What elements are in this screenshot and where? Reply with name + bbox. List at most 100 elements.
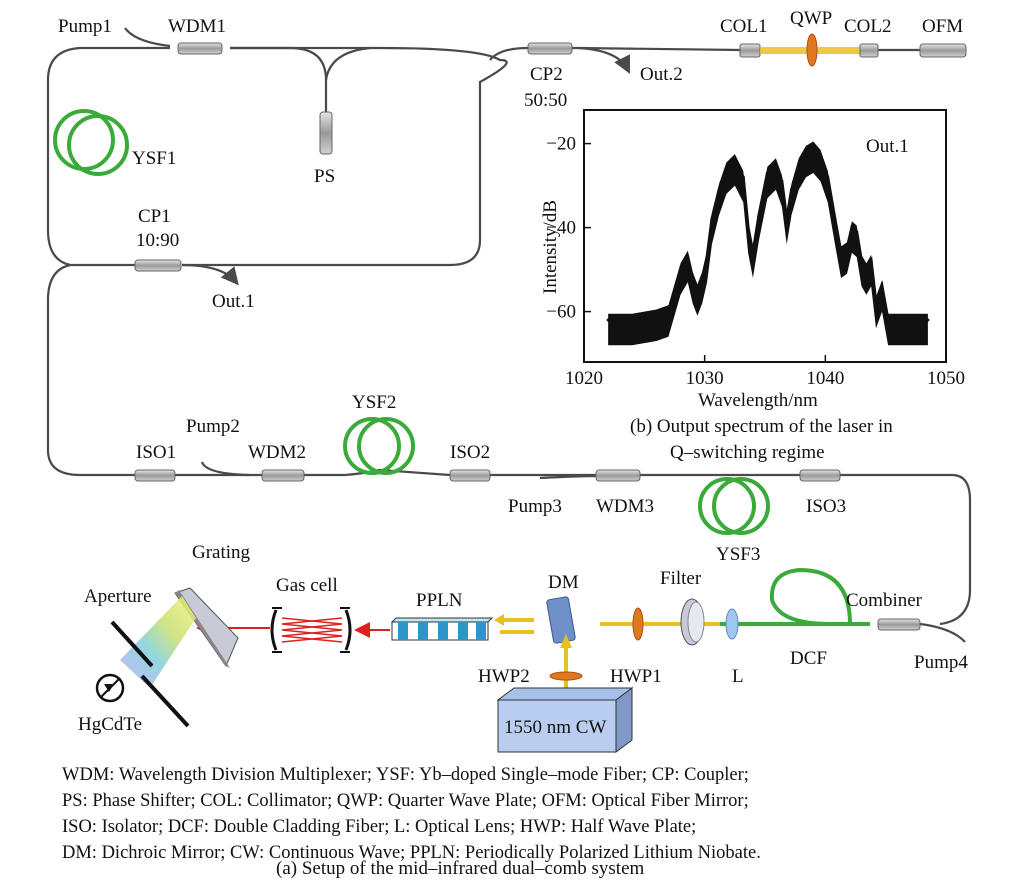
spectrum-point [886,318,890,322]
spectrum-point [654,314,658,318]
label-dm: DM [548,572,579,593]
spectrum-point [710,217,714,221]
label-gas-cell: Gas cell [276,575,338,596]
y-tick-label: −60 [546,302,576,323]
label-iso1: ISO1 [136,442,176,463]
spectrum-point [869,259,873,263]
spectrum-point [860,259,864,263]
label-wdm3: WDM3 [596,496,654,517]
col2-component [859,43,879,58]
ps-component [319,111,333,155]
label-ppln: PPLN [416,590,463,611]
spectrum-point [833,217,837,221]
ppln-crystal [390,617,494,641]
ysf2-coil [343,417,415,475]
spectrum-point [717,188,721,192]
wdm2-component [261,469,305,482]
ofm-component [919,43,967,58]
spectrum-point [797,163,801,167]
spectrum-point [606,318,610,322]
spectrum-point [774,163,778,167]
spectrum-point [724,167,728,171]
legend-line: PS: Phase Shifter; COL: Collimator; QWP:… [62,791,749,811]
label-cp1: CP1 [138,206,171,227]
y-tick-label: −20 [546,134,576,155]
spectrum-point [839,251,843,255]
label-cp1-ratio: 10:90 [136,230,179,251]
label-hwp2: HWP2 [478,666,530,687]
dm-element [546,596,576,644]
label-iso3: ISO3 [806,496,846,517]
label-cp2: CP2 [530,64,563,85]
col1-component [739,43,761,58]
hgcdte-detector [95,673,125,703]
spectrum-point [695,289,699,293]
spectrum-line [608,145,928,322]
spectrum-point [780,179,784,183]
abbreviation-legend: WDM: Wavelength Division Multiplexer; YS… [62,762,1022,866]
diffraction-fan [120,596,196,688]
spectrum-point [751,251,755,255]
spectrum-point [790,188,794,192]
iso3-component [799,469,841,482]
label-pump3: Pump3 [508,496,562,517]
label-out1: Out.1 [212,291,255,312]
chart-xlabel: Wavelength/nm [698,390,818,411]
label-hwp1: HWP1 [610,666,662,687]
caption-b-line2: Q–switching regime [670,442,825,463]
label-hgcdte: HgCdTe [78,714,142,735]
label-ysf2: YSF2 [352,392,396,413]
label-pump2: Pump2 [186,416,240,437]
cp1-component [134,259,182,272]
gas-cell [270,607,352,653]
label-out2: Out.2 [640,64,683,85]
label-pump4: Pump4 [914,652,968,673]
label-pump1: Pump1 [58,16,112,37]
legend-line: WDM: Wavelength Division Multiplexer; YS… [62,765,749,785]
label-grating: Grating [192,542,251,563]
iso1-component [134,469,176,482]
chart-annotation: Out.1 [866,136,909,157]
spectrum-point [686,255,690,259]
ysf3-coil [698,477,770,535]
x-tick-label: 1050 [927,368,965,389]
spectrum-point [757,213,761,217]
spectrum-point [691,276,695,280]
spectrum-point [804,150,808,154]
spectrum-point [666,310,670,314]
spectrum-point [855,230,859,234]
spectrum-point [908,318,912,322]
spectrum-point [874,301,878,305]
x-tick-label: 1030 [686,368,724,389]
hwp1-element [632,607,644,641]
ysf1-coil [53,109,129,176]
spectrum-point [826,175,830,179]
spectrum-point [926,318,930,322]
label-dcf: DCF [790,648,827,669]
label-filter: Filter [660,568,702,589]
label-ps: PS [314,166,335,187]
cw-laser-box [496,687,634,753]
label-aperture: Aperture [84,586,152,607]
label-col1: COL1 [720,16,768,37]
hwp2-element [549,671,583,681]
spectrum-point [845,247,849,251]
spectrum-band [608,141,928,346]
aperture [110,620,190,728]
label-ysf3: YSF3 [716,544,760,565]
component-labels: Pump1 WDM1 YSF1 PS CP1 10:90 Out.1 CP2 5… [58,8,968,738]
spectrum-point [679,268,683,272]
cp2-component [527,42,573,55]
label-wdm1: WDM1 [168,16,226,37]
x-tick-label: 1040 [806,368,844,389]
spectrum-point [819,154,823,158]
filter-element [680,598,705,646]
spectrum-point [896,318,900,322]
lens-l [725,608,739,640]
label-cw: 1550 nm CW [504,717,606,738]
wdm3-component [595,469,641,482]
chart-series [606,141,930,346]
spectrum-point [880,284,884,288]
spectrum-point [850,226,854,230]
